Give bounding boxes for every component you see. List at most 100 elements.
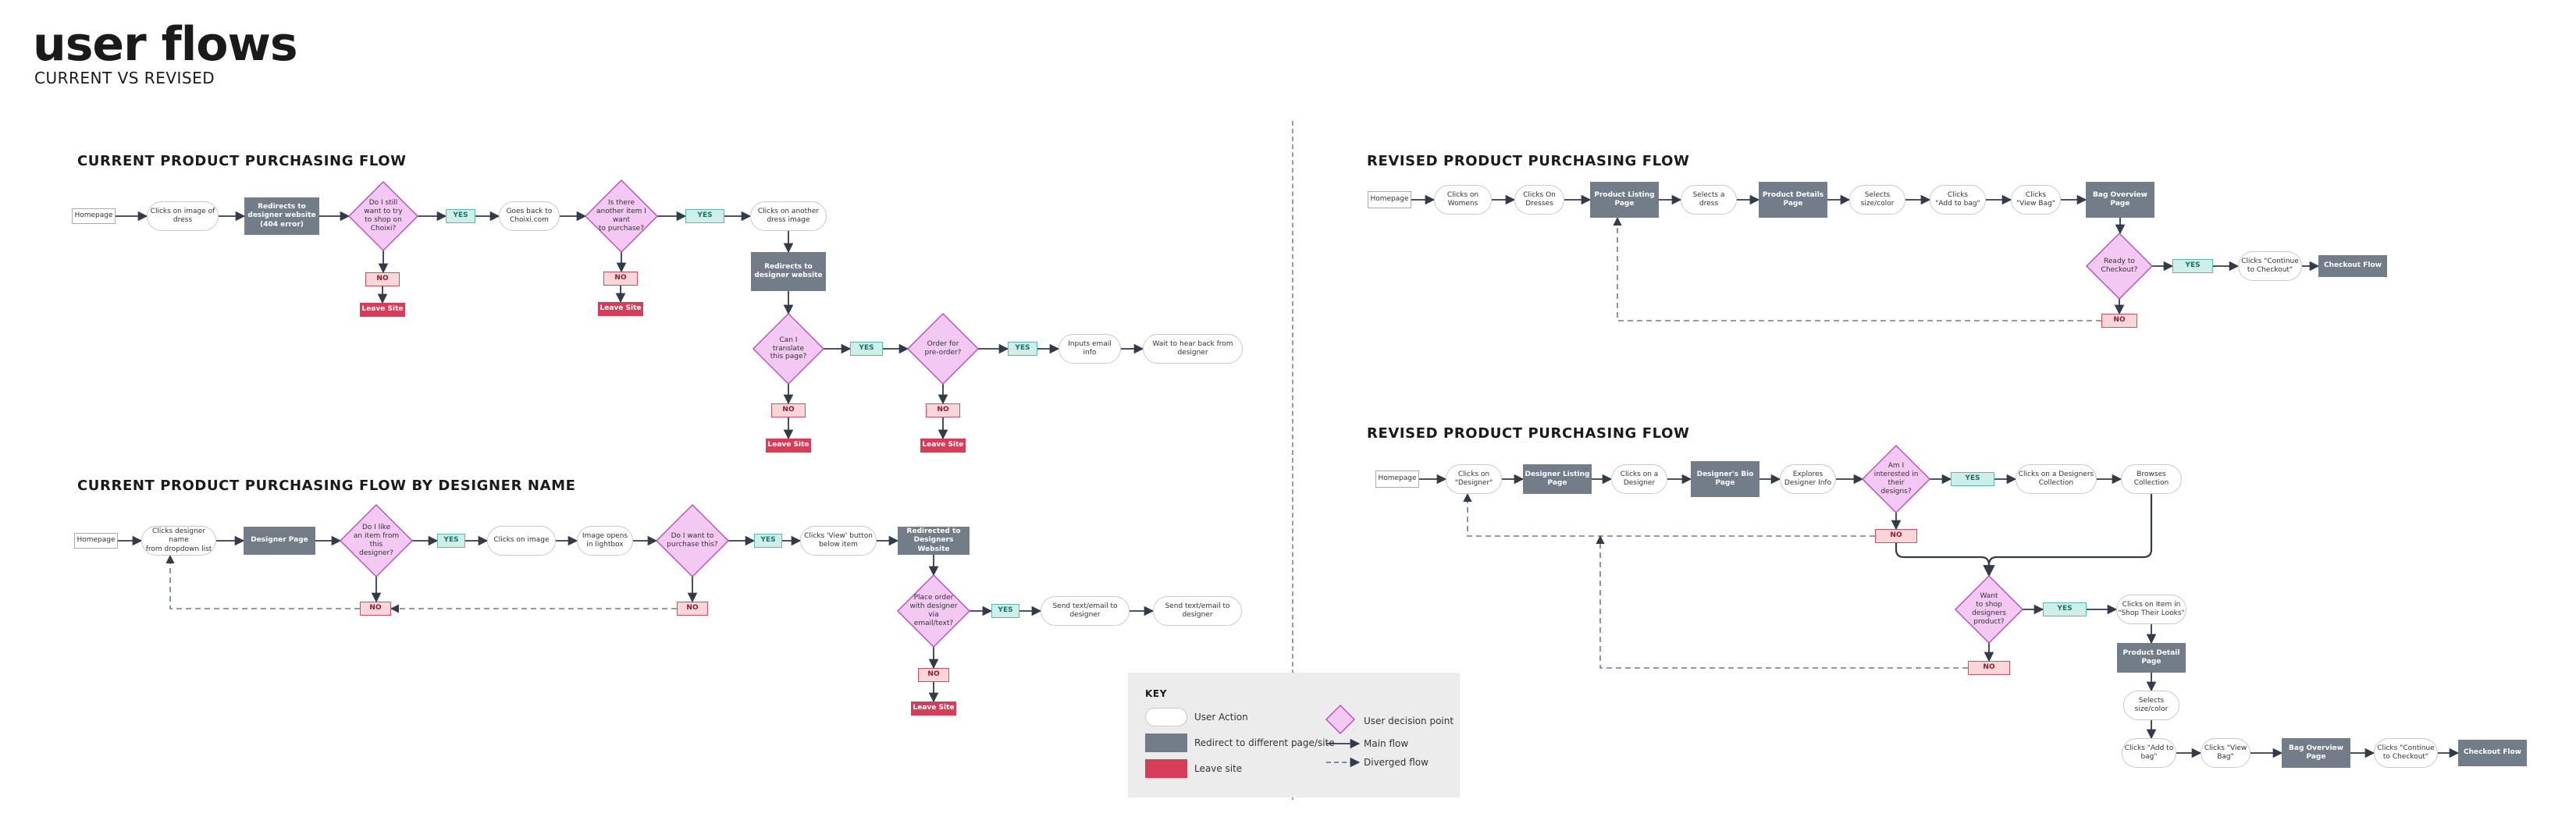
node-b-yes1: YES <box>437 534 465 548</box>
node-c-womens: Clicks on Womens <box>1434 185 1492 215</box>
decision-d-d-want-shape <box>1954 574 2024 645</box>
decision-a-d-translate-shape <box>752 312 825 385</box>
node-a-no4: NO <box>926 403 960 417</box>
node-b-no3: NO <box>918 668 949 682</box>
node-c-checkout: Checkout Flow <box>2318 255 2387 277</box>
node-d-continue: Clicks "Continue to Checkout" <box>2374 738 2438 768</box>
legend-key: KEY User Action Redirect to different pa… <box>1128 673 1460 797</box>
decision-c-d-ready-shape <box>2085 232 2154 300</box>
node-a-no2: NO <box>603 272 638 286</box>
node-d-detail: Product Detail Page <box>2117 643 2186 673</box>
node-a-home: Homepage <box>72 208 116 224</box>
node-a-leave4: Leave Site <box>920 439 966 453</box>
node-a-leave2: Leave Site <box>598 302 643 316</box>
node-b-clicks-image: Clicks on image <box>487 526 556 556</box>
node-a-inputs-email: Inputs email info <box>1059 334 1121 364</box>
decision-a-d-still-want-shape <box>347 180 419 252</box>
node-d-no1: NO <box>1875 529 1917 543</box>
node-d-clicks-designer: Clicks on a Designer <box>1611 464 1667 494</box>
node-c-view-bag: Clicks "View Bag" <box>2011 185 2061 215</box>
diverged-flow-arrow <box>1463 492 1875 537</box>
section-title-current-designer: CURRENT PRODUCT PURCHASING FLOW BY DESIG… <box>77 478 576 494</box>
node-a-redirect-designer: Redirects to designer website <box>751 252 826 291</box>
node-a-no1: NO <box>365 272 400 286</box>
node-d-bio: Designer's Bio Page <box>1691 461 1759 497</box>
node-b-clicks-name: Clicks designer name from dropdown list <box>141 526 216 556</box>
key-leave-label: Leave site <box>1194 763 1243 774</box>
node-d-home: Homepage <box>1375 471 1419 488</box>
node-d-no2: NO <box>1968 661 2010 675</box>
node-a-goes-back: Goes back to Choixi.com <box>499 201 560 231</box>
decision-d-d-want: Want to shop designers product? <box>1972 592 2006 626</box>
node-c-add-bag: Clicks "Add to bag" <box>1930 185 1986 215</box>
node-d-size: Selects size/color <box>2123 691 2179 720</box>
key-leave-swatch <box>1145 759 1187 778</box>
section-title-revised-1: REVISED PRODUCT PURCHASING FLOW <box>1367 153 1690 169</box>
node-a-wait: Wait to hear back from designer <box>1143 334 1243 364</box>
node-c-no: NO <box>2101 314 2137 328</box>
page-subtitle: CURRENT VS REVISED <box>34 69 215 87</box>
node-d-browses: Browses Collection <box>2121 464 2182 494</box>
diverged-flow-arrow <box>1613 216 2101 321</box>
node-a-yes3: YES <box>850 342 883 356</box>
node-b-yes2: YES <box>754 534 782 548</box>
decision-a-d-another-shape <box>584 179 659 254</box>
node-a-clicks-image: Clicks on image of dress <box>147 201 219 231</box>
node-c-home: Homepage <box>1368 191 1411 208</box>
decision-b-d-place-order: Place order with designer via email/text… <box>909 594 958 627</box>
node-d-yes2: YES <box>2043 602 2087 616</box>
decision-a-d-preorder: Order for pre-order? <box>924 340 962 357</box>
node-a-yes2: YES <box>685 209 724 223</box>
node-b-send2: Send text/email to designer <box>1153 596 1242 626</box>
node-b-no1: NO <box>360 602 391 616</box>
node-a-leave1: Leave Site <box>360 303 405 317</box>
node-b-view-button: Clicks 'View' button below item <box>800 526 877 556</box>
key-diverged-flow-swatch <box>1326 757 1361 768</box>
node-d-yes1: YES <box>1951 472 1994 486</box>
node-b-redirect-website: Redirected to Designers Website <box>898 527 970 555</box>
node-b-no2: NO <box>677 602 708 616</box>
node-c-bag-overview: Bag Overview Page <box>2086 182 2154 218</box>
node-d-checkout: Checkout Flow <box>2458 740 2527 766</box>
key-user-action-swatch <box>1145 708 1187 726</box>
decision-b-d-like-shape <box>339 503 414 578</box>
node-d-listing: Designer Listing Page <box>1523 464 1592 494</box>
key-title: KEY <box>1145 688 1167 699</box>
decision-b-d-place-order-shape <box>896 574 971 648</box>
node-d-view-bag: Clicks "View Bag" <box>2201 738 2250 768</box>
decision-b-d-purchase: Do I want to purchase this? <box>667 532 718 549</box>
key-decision-swatch <box>1325 704 1356 735</box>
node-c-dresses: Clicks On Dresses <box>1514 185 1564 215</box>
node-b-lightbox: Image opens in lightbox <box>577 526 633 556</box>
key-decision-label: User decision point <box>1364 716 1454 726</box>
node-b-send1: Send text/email to designer <box>1041 596 1130 626</box>
merge-connector <box>1987 494 2153 566</box>
key-diverged-flow-label: Diverged flow <box>1364 757 1429 768</box>
decision-a-d-still-want: Do I still want to try to shop on Choixi… <box>364 199 403 233</box>
node-b-leave: Leave Site <box>911 701 956 716</box>
section-title-current: CURRENT PRODUCT PURCHASING FLOW <box>77 153 407 169</box>
node-a-leave3: Leave Site <box>766 439 811 453</box>
node-c-listing: Product Listing Page <box>1590 182 1659 218</box>
node-d-bag-overview: Bag Overview Page <box>2282 738 2350 768</box>
node-d-add-bag: Clicks "Add to bag" <box>2122 738 2176 768</box>
decision-d-d-interested-shape <box>1861 444 1931 514</box>
node-d-collection: Clicks on a Designers Collection <box>2016 464 2097 494</box>
decision-d-d-interested: Am I interested in their designs? <box>1873 462 1919 495</box>
node-b-home: Homepage <box>74 533 118 549</box>
key-redirect-label: Redirect to different page/site <box>1194 737 1335 748</box>
node-c-yes: YES <box>2172 259 2213 273</box>
node-d-designer: Clicks on "Designer" <box>1446 464 1502 494</box>
decision-b-d-purchase-shape <box>655 503 730 578</box>
node-b-designer-page: Designer Page <box>244 527 315 555</box>
section-divider <box>1292 121 1293 800</box>
node-a-no3: NO <box>771 403 806 417</box>
decision-a-d-translate: Can I translate this page? <box>770 336 807 361</box>
diverged-flow-arrow <box>165 554 360 609</box>
key-user-action-label: User Action <box>1194 712 1248 723</box>
key-main-flow-label: Main flow <box>1364 738 1409 749</box>
decision-a-d-preorder-shape <box>906 312 980 385</box>
node-b-yes3: YES <box>991 604 1019 618</box>
page-title: user flows <box>33 17 298 72</box>
